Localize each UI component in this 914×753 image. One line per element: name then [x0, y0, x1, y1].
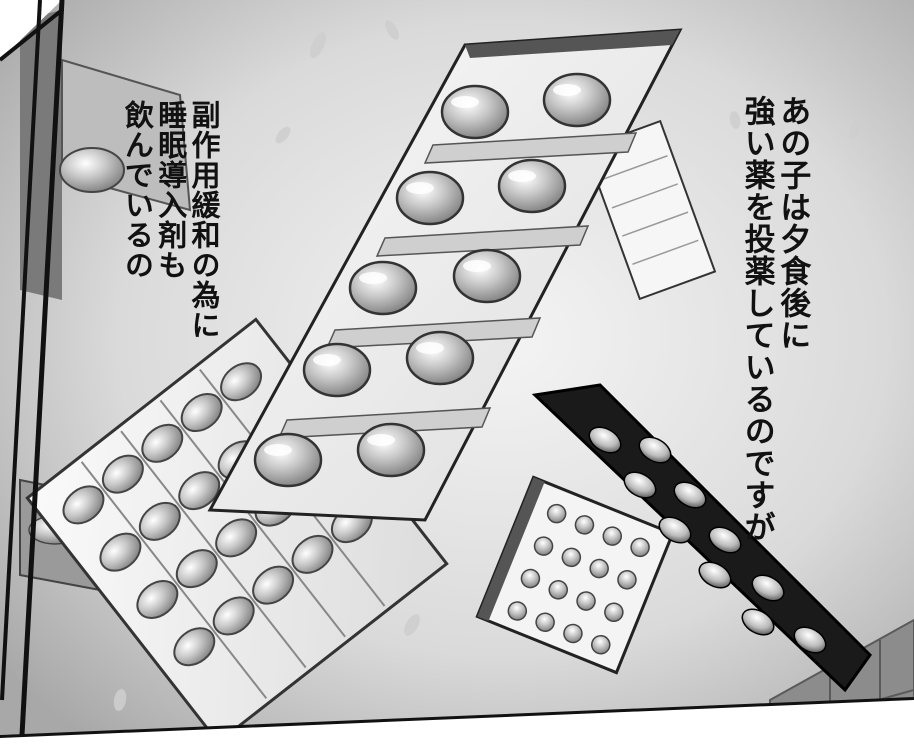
caption-right: あの子は夕食後に 強い薬を投薬しているのですが: [738, 95, 811, 543]
blister-sheet-main: [207, 28, 683, 522]
caption-left: 副作用緩和の為に 睡眠導入剤も 飲んでいるの: [120, 100, 222, 340]
blister-sheet-small: [475, 475, 675, 675]
caption-left-line-1: 副作用緩和の為に: [187, 100, 222, 340]
caption-right-line-2: 強い薬を投薬しているのですが: [738, 95, 775, 543]
blister-sheet-back-left: [25, 317, 449, 735]
caption-left-line-2: 睡眠導入剤も: [153, 100, 188, 280]
caption-right-line-1: あの子は夕食後に: [774, 95, 811, 351]
caption-left-line-3: 飲んでいるの: [120, 100, 155, 280]
blister-sheet-dark: [531, 383, 880, 693]
